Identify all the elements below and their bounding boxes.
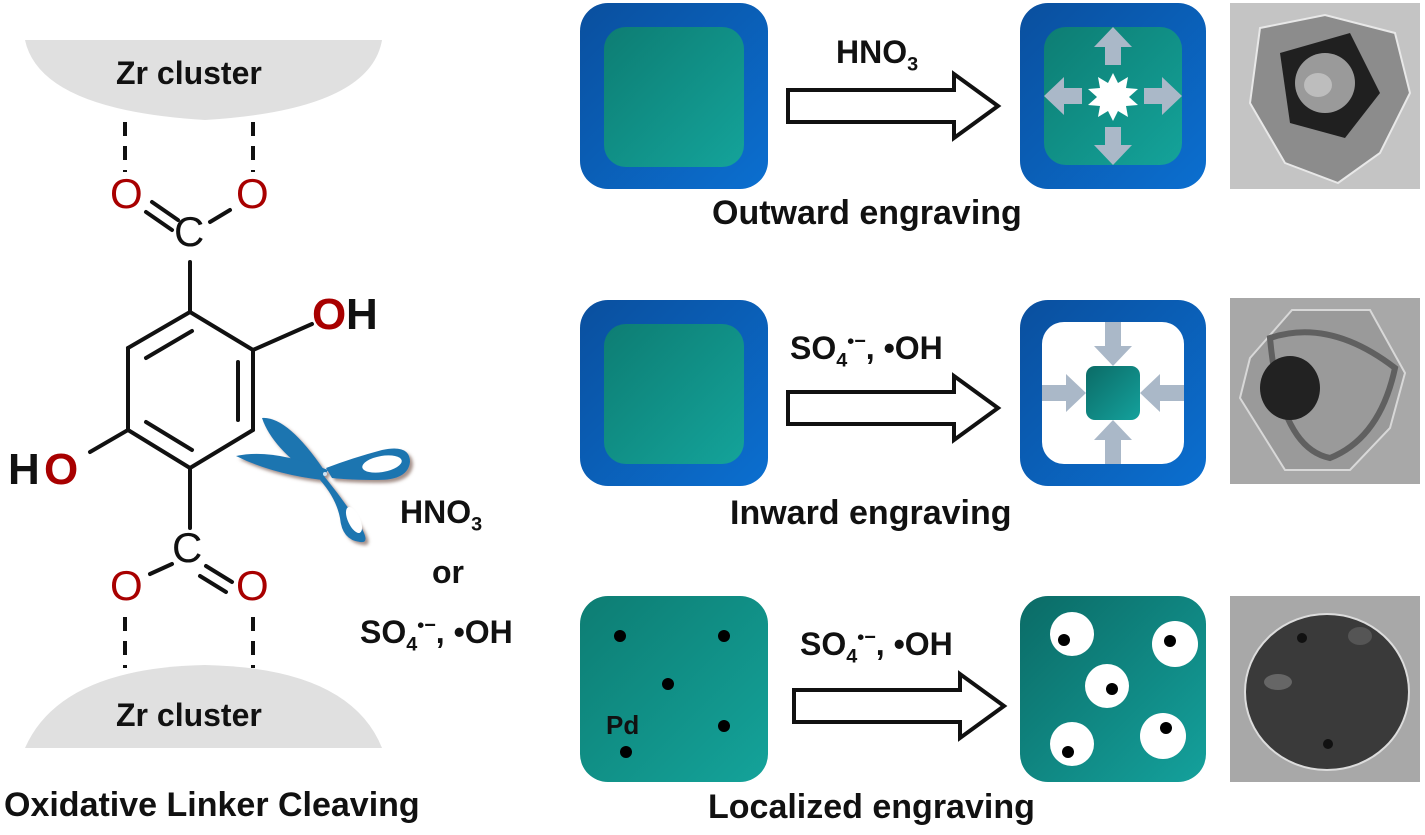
row-caption: Localized engraving	[708, 788, 1035, 826]
tem-image-yolk-shell	[1230, 298, 1420, 484]
reagent-rest: , •OH	[875, 626, 953, 662]
reagent-formula: SO	[790, 330, 837, 366]
atom-oxygen: O	[110, 170, 143, 217]
reagent-label: SO4•−, •OH	[790, 330, 943, 372]
tem-image-porous	[1230, 596, 1420, 782]
reagent-formula: SO	[360, 614, 407, 650]
top-zr-cluster-label: Zr cluster	[116, 55, 262, 91]
localized-pores-cube	[1020, 596, 1206, 782]
reagent-radicals: SO4•−, •OH	[360, 614, 513, 656]
reagent-or: or	[432, 554, 464, 590]
coordination-bonds	[123, 122, 255, 668]
atom-carbon: C	[174, 208, 205, 255]
etched-pores	[1050, 612, 1198, 766]
reagent-formula: HNO	[400, 494, 472, 530]
scissors-icon	[236, 417, 410, 543]
reagent-subscript: 3	[907, 53, 919, 76]
row-caption: Outward engraving	[712, 194, 1022, 232]
pd-doped-cube	[580, 596, 768, 782]
contraction-arrows	[1042, 322, 1184, 464]
pd-nanoparticles	[614, 630, 730, 758]
reagent-formula: HNO	[836, 34, 908, 70]
reaction-arrow	[786, 70, 1002, 142]
tem-image-hollow-star	[1230, 3, 1420, 189]
pd-label: Pd	[606, 710, 640, 740]
reaction-arrow	[786, 372, 1002, 444]
reagent-superscript: •−	[417, 614, 436, 637]
atom-oxygen: O	[110, 562, 143, 609]
reagent-subscript: 4	[846, 645, 858, 668]
top-zr-cluster-shape	[25, 40, 382, 120]
atom-hydrogen: H	[8, 445, 40, 494]
outward-expansion-cube	[1020, 3, 1206, 189]
burst-icon	[1088, 73, 1138, 121]
atom-hydrogen: H	[346, 290, 378, 339]
linker-caption: Oxidative Linker Cleaving	[4, 786, 420, 824]
row-caption: Inward engraving	[730, 494, 1012, 532]
reagent-label: SO4•−, •OH	[800, 626, 953, 668]
atom-oxygen: O	[44, 445, 79, 494]
reagent-subscript: 4	[406, 633, 418, 656]
reagent-superscript: •−	[847, 330, 866, 353]
inward-contraction-cube	[1020, 300, 1206, 486]
reagent-formula: SO	[800, 626, 847, 662]
bottom-zr-cluster-label: Zr cluster	[116, 697, 262, 733]
reagent-subscript: 3	[471, 513, 483, 536]
atom-carbon: C	[172, 524, 203, 571]
reagent-subscript: 4	[836, 349, 848, 372]
bottom-zr-cluster-shape	[25, 665, 382, 748]
reagent-label: HNO3	[836, 34, 918, 76]
core-shell-cube-before	[580, 300, 768, 486]
reagent-rest: , •OH	[435, 614, 513, 650]
atom-oxygen: O	[236, 562, 269, 609]
reaction-arrow	[792, 670, 1008, 742]
reagent-rest: , •OH	[865, 330, 943, 366]
reagent-hno3: HNO3	[400, 494, 482, 536]
covalent-bonds	[88, 200, 314, 594]
reagent-superscript: •−	[857, 626, 876, 649]
atom-oxygen: O	[236, 170, 269, 217]
atom-oxygen: O	[312, 290, 347, 339]
linker-structure	[25, 40, 382, 748]
expansion-arrows	[1044, 27, 1182, 165]
core-shell-cube-before	[580, 3, 768, 189]
